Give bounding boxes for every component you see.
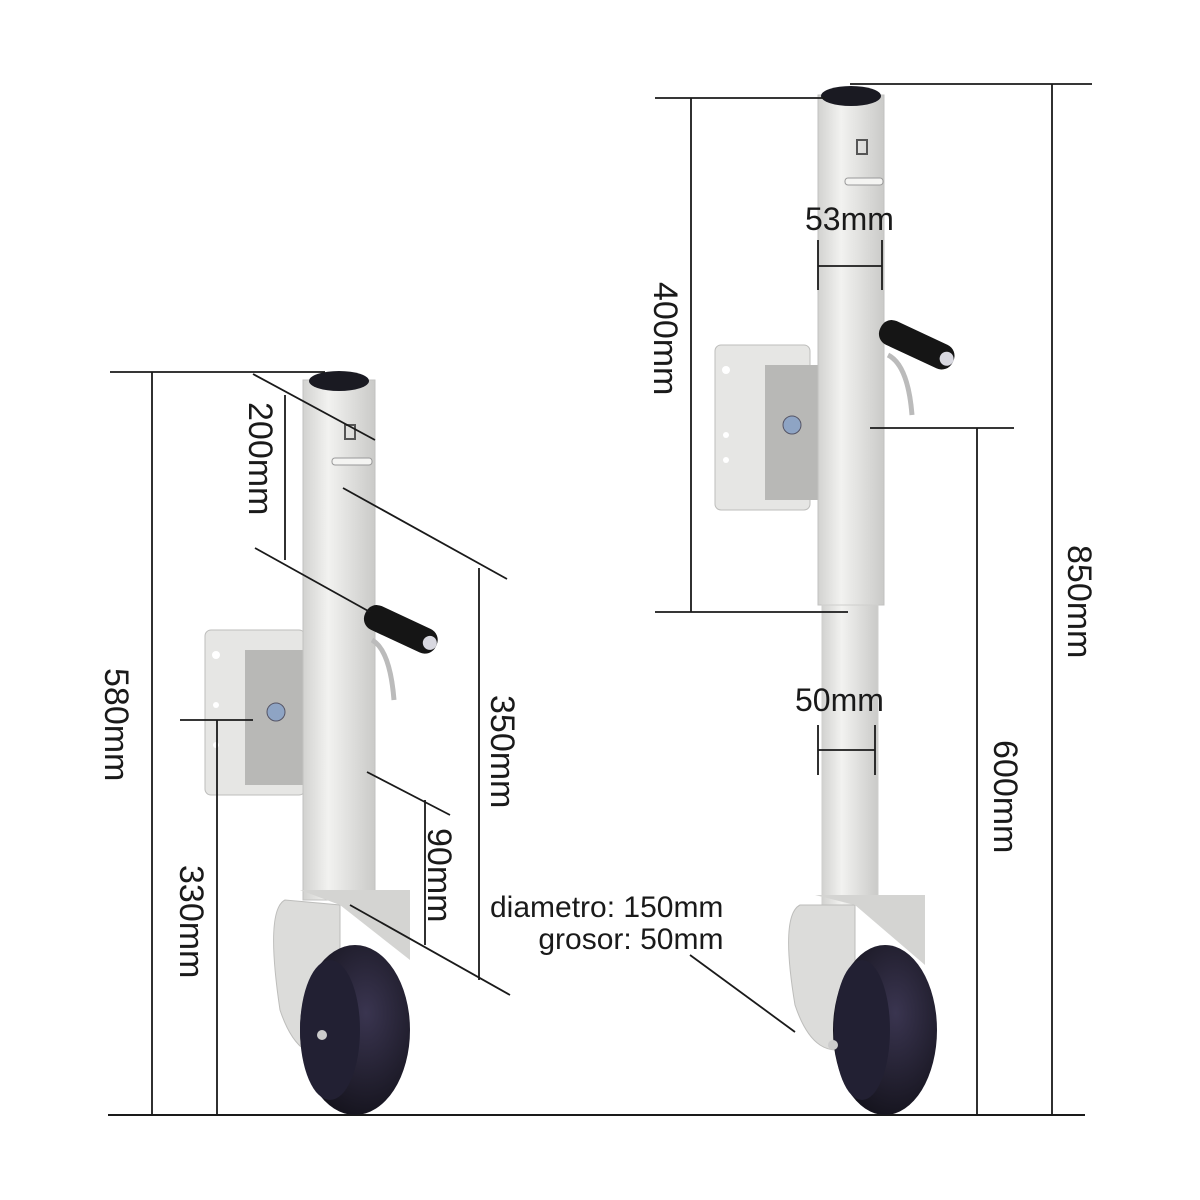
wheel-diameter-text: diametro: 150mm — [490, 891, 724, 924]
top-to-handle-label: 200mm — [241, 402, 279, 516]
jack-retracted — [204, 371, 438, 1115]
dimensions-right — [655, 83, 1092, 1115]
dimensions-left — [110, 371, 511, 1115]
mount-to-ground-extended-label: 600mm — [986, 740, 1024, 854]
inner-diameter-label: 50mm — [795, 682, 884, 718]
total-height-extended-label: 850mm — [1060, 545, 1098, 659]
handle-to-foot-label: 350mm — [483, 695, 521, 809]
total-height-retracted-label: 580mm — [97, 668, 135, 782]
wheel-spec-note: diametro: 150mm grosor: 50mm — [490, 892, 723, 955]
outer-tube-length-label: 400mm — [646, 282, 684, 396]
mount-to-ground-retracted-label: 330mm — [172, 865, 210, 979]
lower-tube-label: 90mm — [420, 828, 458, 923]
wheel-thickness-text: grosor: 50mm — [538, 922, 724, 956]
outer-diameter-label: 53mm — [805, 201, 894, 237]
jack-extended — [714, 86, 955, 1115]
